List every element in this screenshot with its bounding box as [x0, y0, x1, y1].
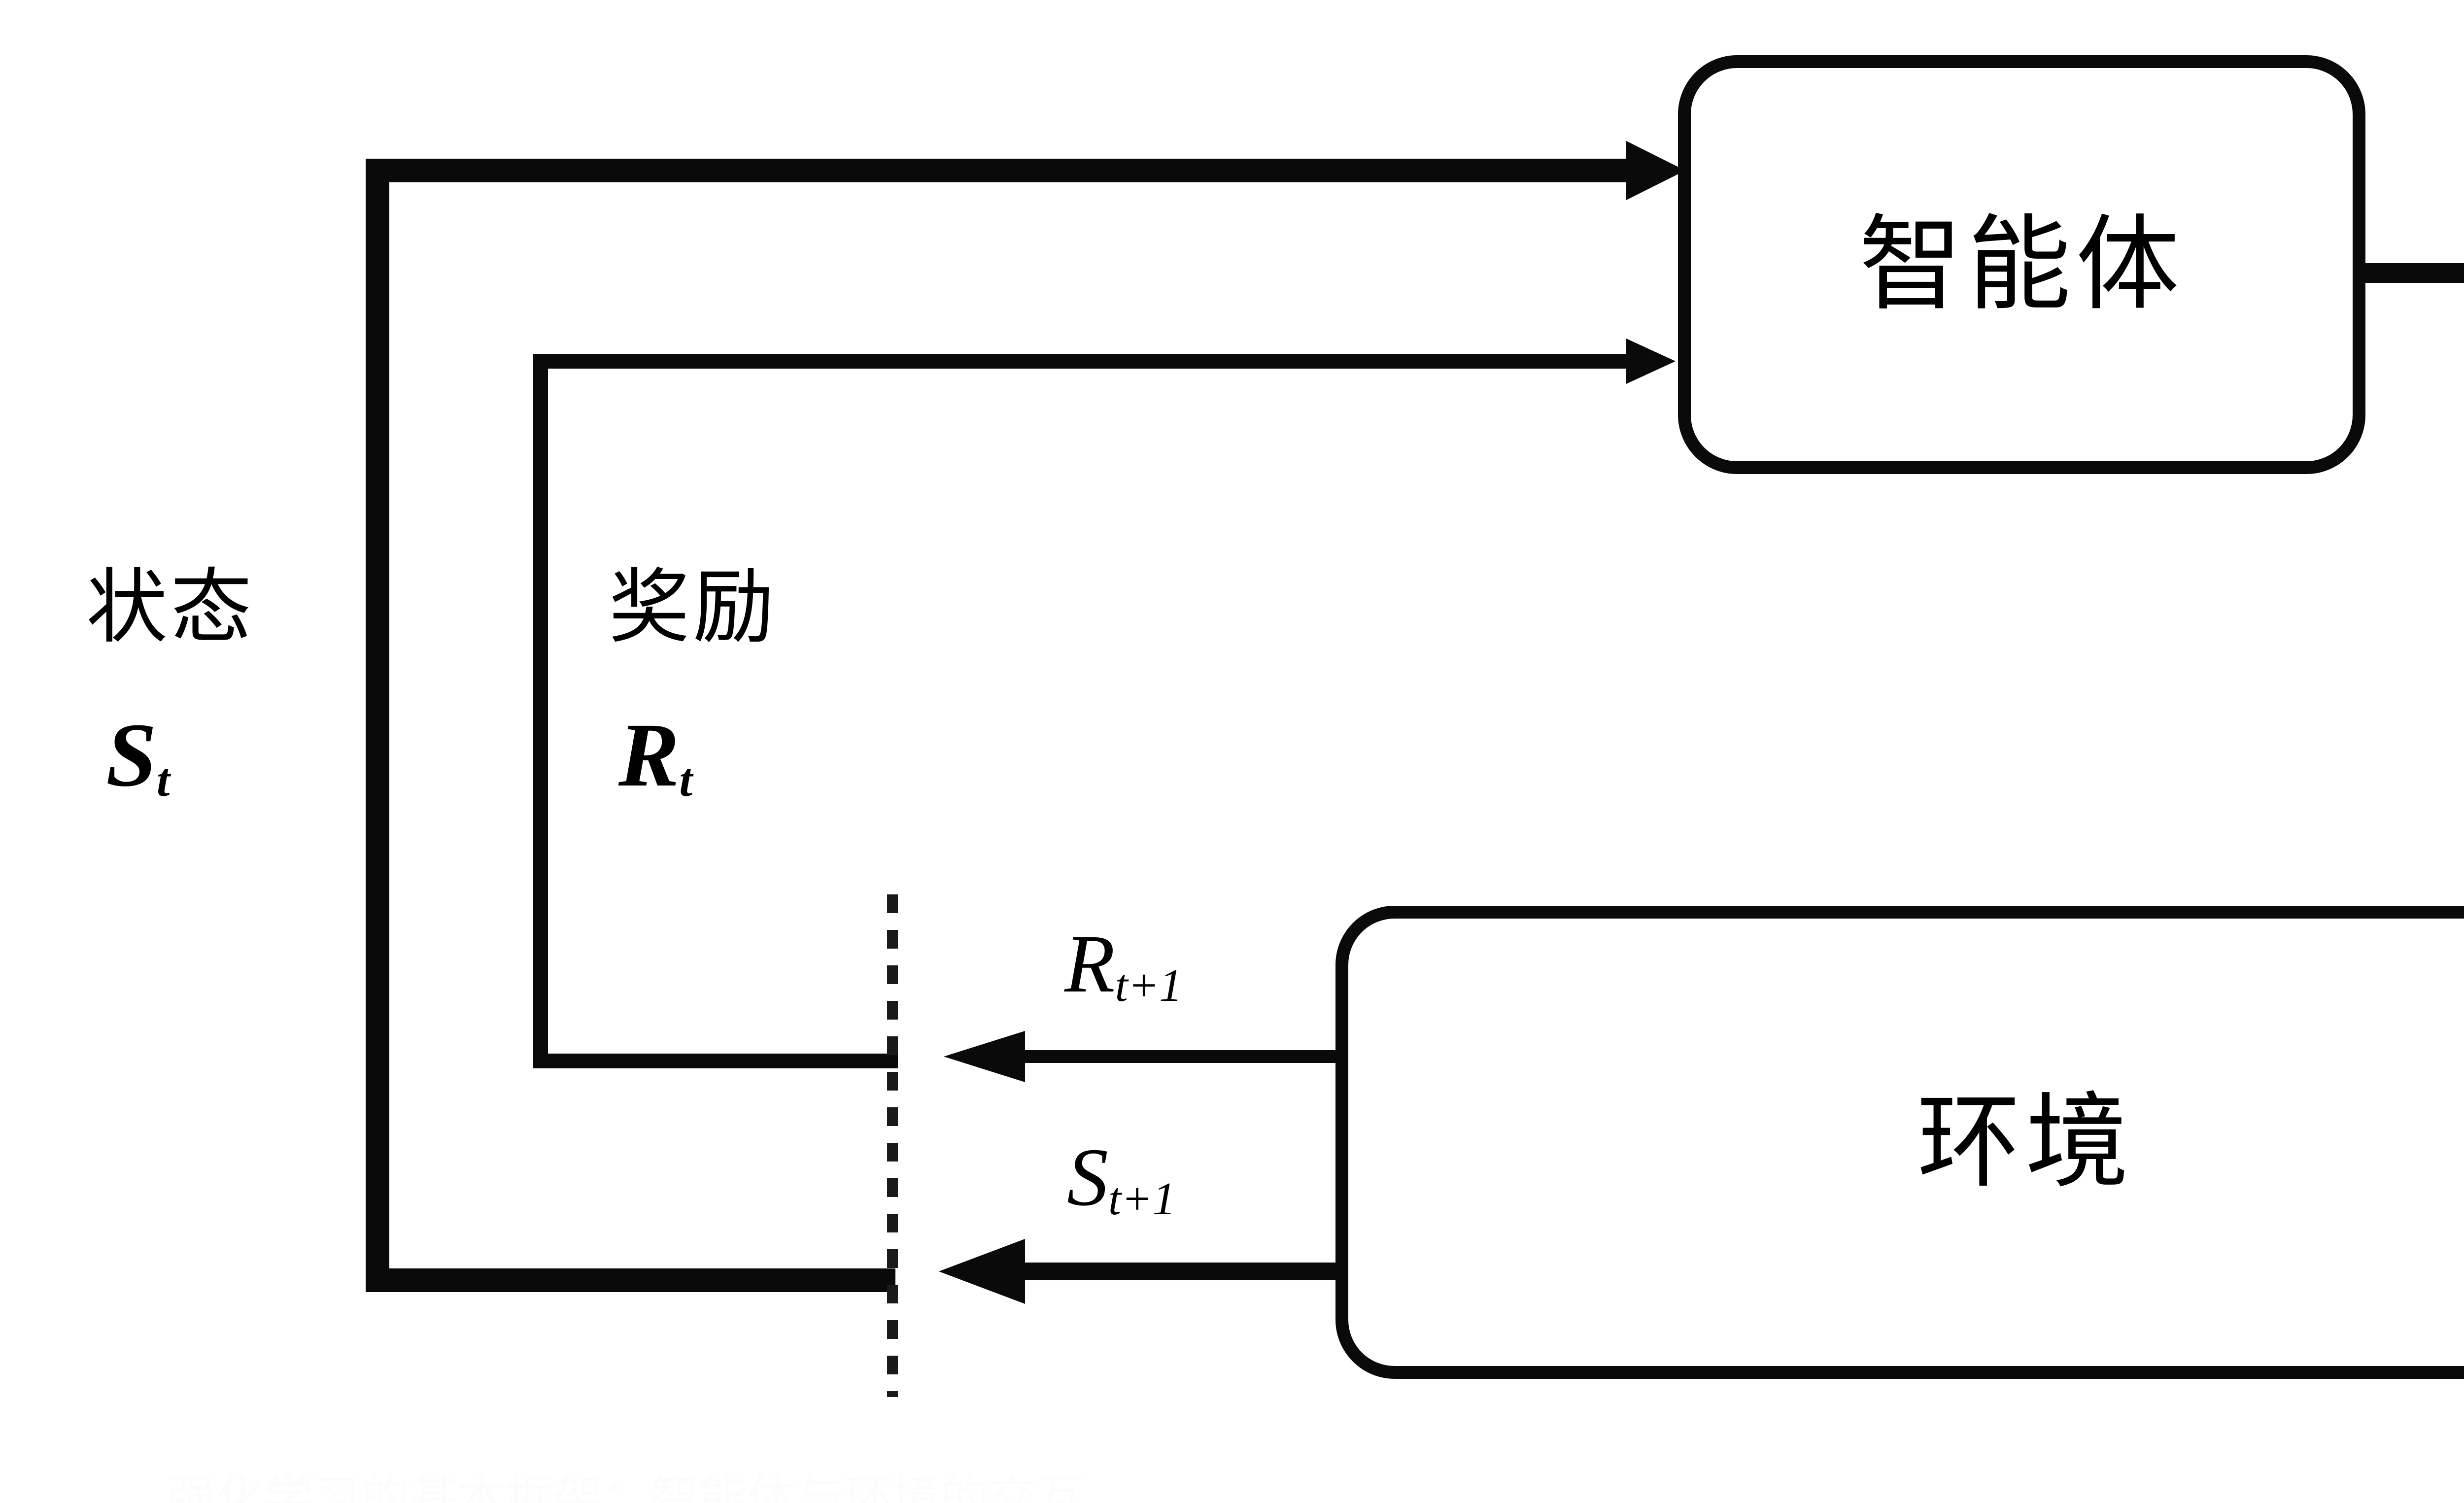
- reward-loop-top-segment: [533, 354, 1647, 369]
- next-reward-edge-segment: [1025, 1050, 1340, 1063]
- reward-symbol-label: Rt: [618, 710, 692, 804]
- state-loop-bottom-segment: [366, 1268, 895, 1292]
- next-reward-symbol: R: [1064, 918, 1115, 1010]
- reward-label-text: 奖励: [609, 560, 777, 654]
- next-state-edge-segment: [1025, 1263, 1340, 1280]
- state-label-text: 状态: [86, 560, 255, 654]
- next-reward-subscript: t+1: [1115, 959, 1183, 1011]
- reward-subscript: t: [679, 753, 693, 807]
- next-state-subscript: t+1: [1108, 1173, 1176, 1225]
- agent-node-label: 智能体: [1859, 204, 2185, 325]
- state-symbol-label: St: [106, 710, 170, 804]
- state-loop-top-segment: [366, 159, 1647, 182]
- next-state-arrow-head: [939, 1239, 1025, 1304]
- reward-symbol: R: [618, 705, 680, 806]
- next-reward-arrow-head: [944, 1031, 1025, 1082]
- state-arrow-head-into-agent: [1626, 141, 1685, 200]
- action-loop-top-segment: [2359, 263, 2464, 283]
- reward-arrow-head-into-agent: [1626, 339, 1676, 384]
- environment-node-label: 环境: [1916, 1082, 2134, 1202]
- state-symbol: S: [106, 705, 157, 806]
- reward-loop-vertical-segment: [533, 354, 548, 1068]
- next-reward-edge-label: Rt+1: [1064, 922, 1182, 1009]
- dashed-time-separator-line: [887, 894, 898, 1397]
- next-state-symbol: S: [1067, 1131, 1108, 1223]
- reward-loop-bottom-segment: [533, 1054, 898, 1068]
- agent-node[interactable]: 智能体: [1678, 55, 2365, 474]
- state-subscript: t: [156, 753, 170, 807]
- next-state-edge-label: St+1: [1067, 1136, 1176, 1222]
- environment-node[interactable]: 环境: [1335, 906, 2464, 1379]
- state-loop-vertical-segment: [366, 159, 389, 1292]
- figure-caption: 强化学习的基本框架：智能体与环境的交互: [168, 1474, 1086, 1503]
